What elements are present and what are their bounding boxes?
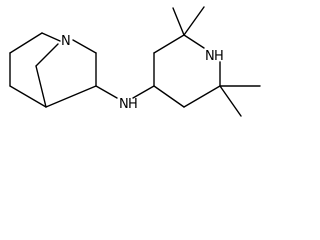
bond-left-bridgehead <box>9 85 47 108</box>
bond-bridge-mid-b <box>35 65 47 108</box>
atom-labels: N N H N H <box>61 34 224 112</box>
bond-c3p-c2 <box>153 34 185 54</box>
amine-hydrogen-label: H <box>128 97 138 112</box>
bond-c6-c5 <box>183 85 221 108</box>
bond-c3-nh <box>95 85 118 99</box>
bond-c2-nh <box>183 34 205 49</box>
bond-bridge-top-left <box>9 32 43 54</box>
amine-nitrogen-label: N <box>119 97 129 112</box>
bond-c2-methyl-right <box>183 6 205 36</box>
piperidine-nitrogen-label: N <box>205 49 215 64</box>
molecule-structure-diagram: N N H N H <box>9 6 261 117</box>
bond-nh-c4 <box>132 85 155 99</box>
bond-c5-c4 <box>153 85 185 108</box>
methyl-bonds <box>172 6 261 117</box>
piperidine-hydrogen-label: H <box>214 49 224 64</box>
bond-qn-bridge-mid-a <box>35 43 59 67</box>
bond-qn-bridge-top <box>41 32 61 42</box>
piperidine-bonds <box>153 34 221 108</box>
linker-bonds <box>95 85 155 99</box>
bond-c3-bridgehead <box>45 85 97 108</box>
bond-qn-ch2 <box>72 39 97 54</box>
quinuclidine-nitrogen-label: N <box>61 34 71 49</box>
bond-c6-methyl-down <box>219 85 242 117</box>
bond-c2-methyl-left <box>172 7 185 36</box>
quinuclidine-bonds <box>9 32 97 108</box>
